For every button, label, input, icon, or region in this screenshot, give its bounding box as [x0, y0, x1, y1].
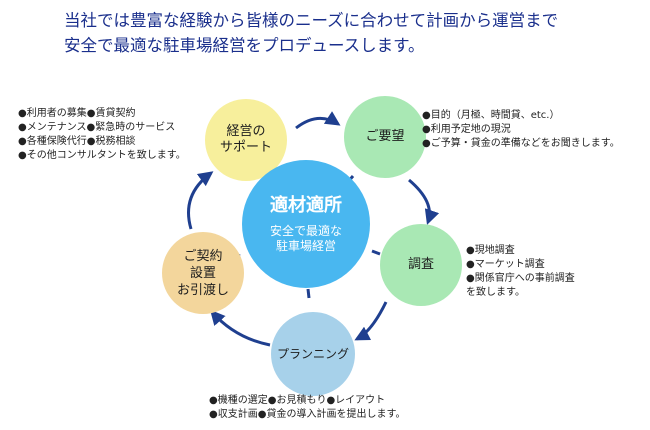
planning-notes: ●機種の選定●お見積もり●レイアウト ●収支計画●貸金の導入計画を提出します。 [209, 394, 405, 422]
headline: 当社では豊富な経験から皆様のニーズに合わせて計画から運営まで 安全で最適な駐車場… [64, 8, 558, 58]
center-sub-line-1: 安全で最適な [269, 223, 342, 238]
support-notes: ●利用者の募集●賃貸契約 ●メンテナンス●緊急時のサービス ●各種保険代行●税務… [18, 107, 186, 163]
step-survey-circle: 調査 [380, 224, 462, 306]
arrow-support-to-request [295, 111, 341, 130]
headline-line-1: 当社では豊富な経験から皆様のニーズに合わせて計画から運営まで [64, 11, 559, 30]
step-contract-line-1: ご契約 [183, 248, 223, 264]
arrow-survey-to-planning [354, 301, 388, 341]
request-note: ●利用予定地の現況 [422, 124, 511, 135]
planning-note: ●収支計画●貸金の導入計画を提出します。 [209, 409, 406, 420]
step-survey-label: 調査 [407, 257, 434, 272]
survey-note: ●現地調査 [466, 245, 515, 256]
step-support-circle: 経営の サポート [205, 99, 287, 181]
center-sub-line-2: 駐車場経営 [275, 238, 336, 253]
survey-note: ●関係官庁への事前調査 [466, 273, 575, 284]
planning-note: ●機種の選定●お見積もり●レイアウト [209, 395, 386, 406]
support-note: ●その他コンサルタントを致します。 [18, 150, 186, 161]
request-notes: ●目的（月極、時間貸、etc.） ●利用予定地の現況 ●ご予算・貸金の準備などを… [422, 109, 620, 151]
connector-survey [371, 249, 381, 256]
step-contract-circle: ご契約 設置 お引渡し [162, 232, 244, 314]
request-note: ●ご予算・貸金の準備などをお聞きします。 [422, 138, 620, 149]
step-request-label: ご要望 [365, 129, 405, 144]
center-circle: 適材適所 安全で最適な 駐車場経営 [242, 160, 370, 288]
support-note: ●メンテナンス●緊急時のサービス [18, 122, 176, 133]
arrow-contract-to-support [187, 171, 214, 230]
survey-note: ●マーケット調査 [466, 259, 545, 270]
step-support-line-1: 経営の [226, 124, 266, 139]
survey-notes: ●現地調査 ●マーケット調査 ●関係官庁への事前調査 を致します。 [466, 244, 575, 300]
headline-line-2: 安全で最適な駐車場経営をプロデュースします。 [64, 36, 425, 55]
step-request-circle: ご要望 [344, 96, 426, 178]
request-note: ●目的（月極、時間貸、etc.） [422, 110, 560, 121]
arrow-request-to-survey [408, 178, 440, 225]
survey-note: を致します。 [466, 287, 525, 298]
center-title: 適材適所 [270, 194, 342, 216]
step-contract-line-3: お引渡し [176, 282, 229, 298]
connector-planning [306, 288, 311, 299]
step-planning-circle: プランニング [271, 312, 355, 396]
step-support-line-2: サポート [219, 140, 272, 155]
support-note: ●利用者の募集●賃貸契約 [18, 108, 136, 119]
support-note: ●各種保険代行●税務相談 [18, 136, 136, 147]
step-planning-label: プランニング [276, 347, 349, 361]
step-contract-line-2: 設置 [189, 265, 216, 281]
arrow-planning-to-contract [210, 309, 271, 347]
